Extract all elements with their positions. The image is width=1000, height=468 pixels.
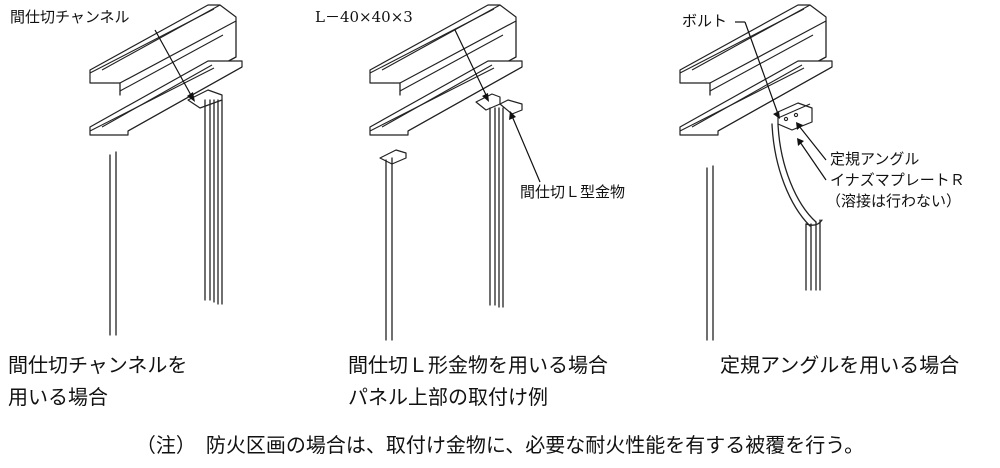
caption-case3-line1: 定規アングルを用いる場合	[720, 353, 960, 377]
label-l-size: L－40×40×3	[315, 8, 413, 26]
caption-case2-line1: 間仕切Ｌ形金物を用いる場合	[348, 353, 608, 377]
footnote: （注） 防火区画の場合は、取付け金物に、必要な耐火性能を有する被覆を行う。	[135, 433, 865, 457]
label-angle: 定規アングル	[830, 150, 920, 168]
caption-case2-line2: パネル上部の取付け例	[348, 385, 548, 409]
caption-case1-line2: 用いる場合	[8, 385, 108, 409]
diagram-reference-angle	[679, 4, 833, 341]
diagram-l-bracket	[369, 4, 541, 341]
caption-case1-line1: 間仕切チャンネルを	[8, 353, 188, 377]
label-plate: イナズマプレートＲ	[830, 171, 965, 189]
diagram-channel	[89, 4, 243, 336]
label-channel: 間仕切チャンネル	[10, 8, 130, 26]
label-no-weld: （溶接は行わない）	[826, 192, 962, 210]
label-bolt: ボルト	[682, 12, 728, 30]
label-l-bracket: 間仕切Ｌ型金物	[520, 183, 626, 201]
